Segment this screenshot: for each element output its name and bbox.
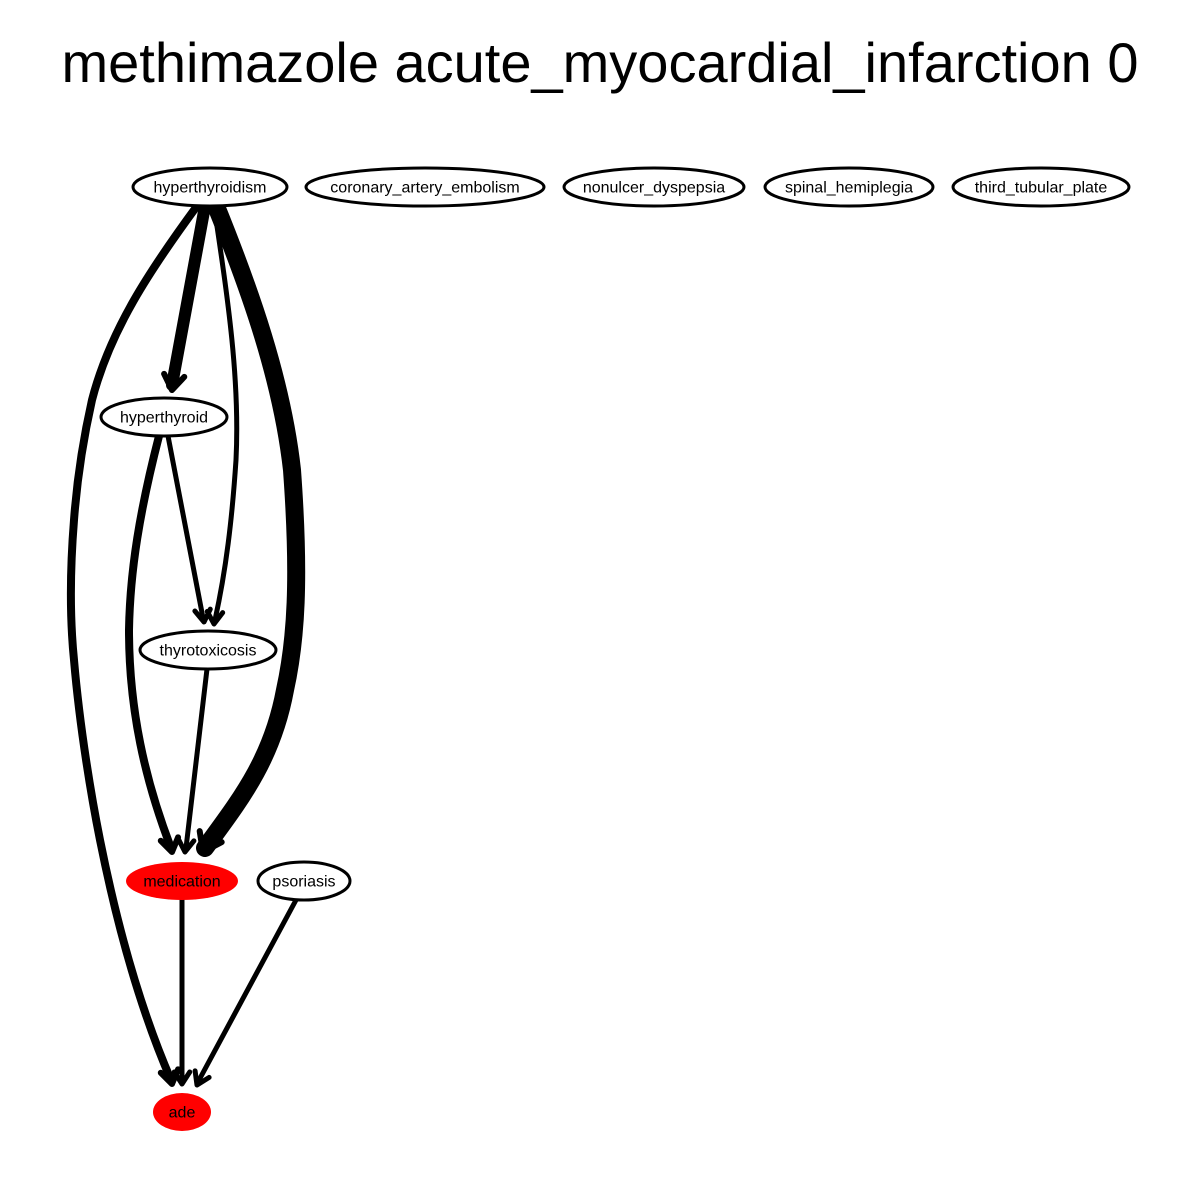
edge-arrowhead	[157, 834, 182, 855]
edge-arrowhead	[192, 1068, 212, 1088]
edge-hyperthyroidism-to-medication	[196, 197, 306, 857]
edge-line	[183, 666, 210, 851]
edge-arrowhead	[175, 836, 197, 855]
edge-line	[196, 197, 306, 857]
node-label: psoriasis	[272, 874, 335, 891]
node-shape	[763, 166, 935, 208]
edge-line	[125, 432, 175, 852]
node-label: nonulcer_dyspepsia	[583, 180, 725, 197]
node-shape	[304, 166, 546, 208]
edge-arrowhead	[196, 828, 225, 855]
node-medication[interactable]: medication	[126, 862, 238, 900]
edge-medication-to-ade	[171, 897, 193, 1087]
edge-line	[195, 897, 299, 1085]
node-spinal-hemiplegia[interactable]: spinal_hemiplegia	[763, 166, 935, 208]
node-label: medication	[143, 874, 220, 891]
node-thyrotoxicosis[interactable]: thyrotoxicosis	[138, 629, 278, 671]
edge-arrowhead	[171, 1069, 193, 1087]
node-shape	[951, 166, 1131, 208]
node-shape	[153, 1093, 211, 1131]
node-shape	[256, 860, 352, 902]
node-nonulcer-dyspepsia[interactable]: nonulcer_dyspepsia	[562, 166, 746, 208]
node-coronary-artery-embolism[interactable]: coronary_artery_embolism	[304, 166, 546, 208]
node-label: hyperthyroid	[120, 410, 208, 427]
node-label: spinal_hemiplegia	[785, 180, 913, 197]
node-label: third_tubular_plate	[975, 180, 1108, 197]
nodes-layer: hyperthyroidism coronary_artery_embolism n…	[99, 166, 1131, 1131]
edge-hyperthyroidism-to-hyperthyroid	[161, 200, 211, 393]
edge-hyperthyroid-to-thyrotoxicosis	[165, 433, 213, 625]
node-label: ade	[169, 1105, 196, 1122]
node-psoriasis[interactable]: psoriasis	[256, 860, 352, 902]
node-hyperthyroidism[interactable]: hyperthyroidism	[131, 166, 289, 208]
edges-layer	[67, 197, 306, 1088]
node-hyperthyroid[interactable]: hyperthyroid	[99, 396, 229, 438]
edge-hyperthyroid-to-medication	[125, 432, 182, 855]
edge-line	[165, 433, 206, 621]
edge-psoriasis-to-ade	[192, 897, 299, 1088]
node-ade[interactable]: ade	[153, 1093, 211, 1131]
node-shape	[126, 862, 238, 900]
edge-arrowhead	[192, 606, 213, 625]
node-shape	[562, 166, 746, 208]
edge-line	[211, 203, 240, 623]
node-shape	[138, 629, 278, 671]
node-label: hyperthyroidism	[154, 180, 267, 197]
node-shape	[99, 396, 229, 438]
graph-title: methimazole acute_myocardial_infarction …	[62, 31, 1139, 94]
node-shape	[131, 166, 289, 208]
node-third-tubular-plate[interactable]: third_tubular_plate	[951, 166, 1131, 208]
edge-arrowhead	[161, 370, 188, 393]
edge-line	[166, 200, 211, 391]
edge-thyrotoxicosis-to-medication	[175, 666, 210, 855]
edge-line	[67, 202, 201, 1084]
node-label: coronary_artery_embolism	[330, 180, 519, 197]
node-label: thyrotoxicosis	[160, 643, 257, 660]
